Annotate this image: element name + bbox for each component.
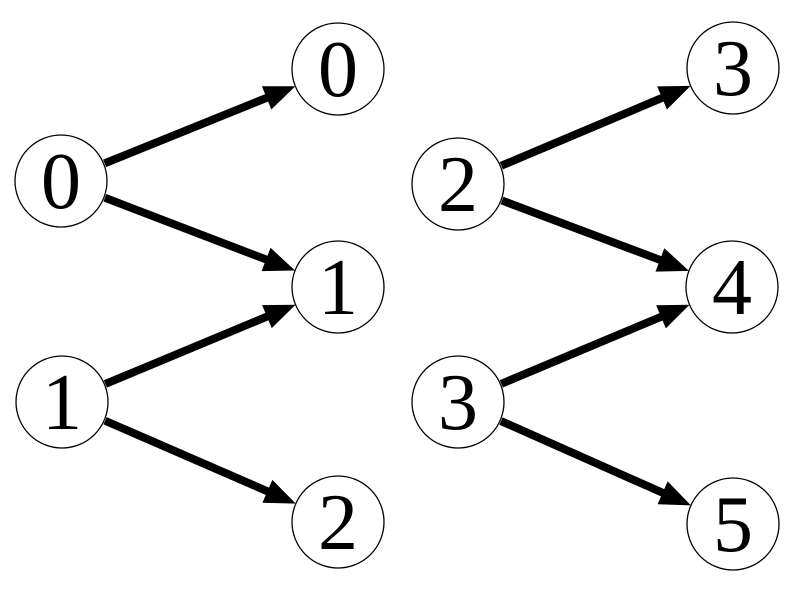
node-circle: [291, 475, 385, 569]
edge-0-to-1: [103, 194, 272, 265]
graph-node-left-tgt-1: 1: [291, 240, 385, 334]
arrowhead-icon: [657, 85, 691, 110]
node-label: 2: [438, 141, 478, 229]
edge-1-to-2: [103, 417, 273, 497]
node-label: 3: [438, 359, 478, 447]
arrowhead-icon: [655, 248, 689, 272]
arrowhead-icon: [656, 304, 690, 329]
graph-node-right-tgt-4: 4: [685, 240, 779, 334]
node-label: 4: [712, 244, 752, 332]
arrowhead-icon: [262, 304, 296, 329]
node-circle: [686, 21, 780, 115]
edge-2-to-4: [500, 196, 666, 266]
edge-0-to-0: [103, 92, 272, 168]
arrowhead-icon: [261, 86, 296, 110]
edge-2-to-3: [499, 92, 668, 170]
graph-node-right-src-3: 3: [411, 355, 505, 449]
graph-node-left-tgt-0: 0: [291, 22, 385, 116]
node-circle: [15, 355, 109, 449]
node-label: 1: [318, 244, 358, 332]
edge-3-to-4: [499, 311, 667, 388]
node-label: 0: [318, 26, 358, 114]
node-label: 0: [41, 138, 81, 226]
graph-node-right-src-2: 2: [411, 137, 505, 231]
node-label: 1: [42, 359, 82, 447]
edge-3-to-5: [499, 417, 668, 499]
graph-node-left-src-1: 1: [15, 355, 109, 449]
graph-node-right-tgt-5: 5: [686, 477, 780, 571]
node-label: 2: [318, 479, 358, 567]
arrowhead-icon: [657, 481, 691, 506]
graph-node-left-src-0: 0: [14, 134, 108, 228]
node-circle: [685, 240, 779, 334]
node-circle: [291, 240, 385, 334]
graph-node-right-tgt-3: 3: [686, 21, 780, 115]
node-circle: [291, 22, 385, 116]
arrowhead-icon: [261, 247, 296, 272]
edge-1-to-1: [103, 311, 273, 388]
node-label: 5: [713, 481, 753, 569]
graph-node-left-tgt-2: 2: [291, 475, 385, 569]
node-circle: [411, 137, 505, 231]
node-circle: [686, 477, 780, 571]
node-circle: [14, 134, 108, 228]
arrowhead-icon: [262, 479, 296, 504]
node-circle: [411, 355, 505, 449]
node-label: 3: [713, 25, 753, 113]
